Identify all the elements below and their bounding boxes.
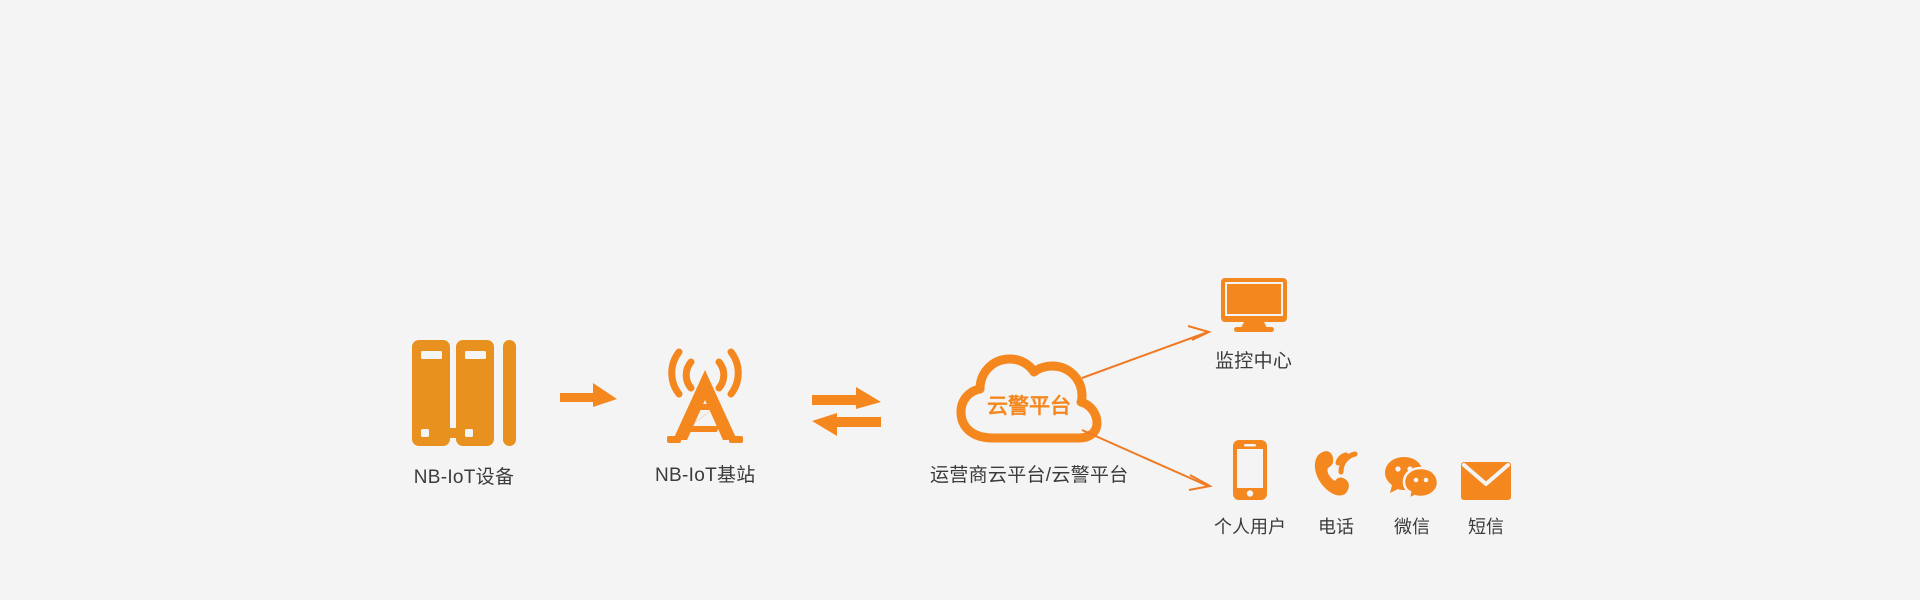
arrow-right-icon bbox=[560, 382, 618, 421]
flow-node-monitor[interactable]: 监控中心 bbox=[1215, 278, 1292, 373]
endpoint-personal-user-label: 个人用户 bbox=[1214, 517, 1286, 537]
flow-node-cloud-label: 运营商云平台/云警平台 bbox=[930, 465, 1129, 486]
envelope-icon bbox=[1461, 438, 1511, 500]
flow-node-device[interactable]: NB-IoT设备 bbox=[410, 338, 518, 489]
cloud-inner-label: 云警平台 bbox=[987, 394, 1071, 418]
desktop-monitor-icon bbox=[1220, 278, 1288, 332]
endpoint-personal-user[interactable]: 个人用户 bbox=[1212, 438, 1288, 539]
endpoint-telephone[interactable]: 电话 bbox=[1306, 438, 1366, 539]
endpoint-wechat[interactable]: 微信 bbox=[1384, 438, 1440, 539]
telephone-ringing-icon bbox=[1310, 438, 1362, 500]
wechat-bubbles-icon bbox=[1385, 438, 1439, 500]
flow-node-basestation-label: NB-IoT基站 bbox=[655, 465, 756, 486]
endpoint-telephone-label: 电话 bbox=[1318, 517, 1354, 537]
endpoint-sms-label: 短信 bbox=[1468, 517, 1504, 537]
cloud-icon: 云警平台 bbox=[955, 348, 1103, 446]
mobile-phone-icon bbox=[1232, 438, 1268, 500]
server-rack-icon bbox=[410, 338, 518, 448]
bidirectional-arrows-icon bbox=[812, 387, 882, 444]
cell-tower-icon bbox=[655, 344, 755, 446]
flow-node-cloud[interactable]: 云警平台 运营商云平台/云警平台 bbox=[930, 348, 1129, 487]
endpoint-wechat-label: 微信 bbox=[1394, 517, 1430, 537]
flow-node-monitor-label: 监控中心 bbox=[1215, 351, 1293, 372]
endpoint-sms[interactable]: 短信 bbox=[1458, 438, 1514, 539]
endpoints-row: 个人用户 电话 bbox=[1212, 438, 1514, 539]
flow-node-device-label: NB-IoT设备 bbox=[413, 467, 515, 488]
flow-node-basestation[interactable]: NB-IoT基站 bbox=[655, 344, 756, 487]
